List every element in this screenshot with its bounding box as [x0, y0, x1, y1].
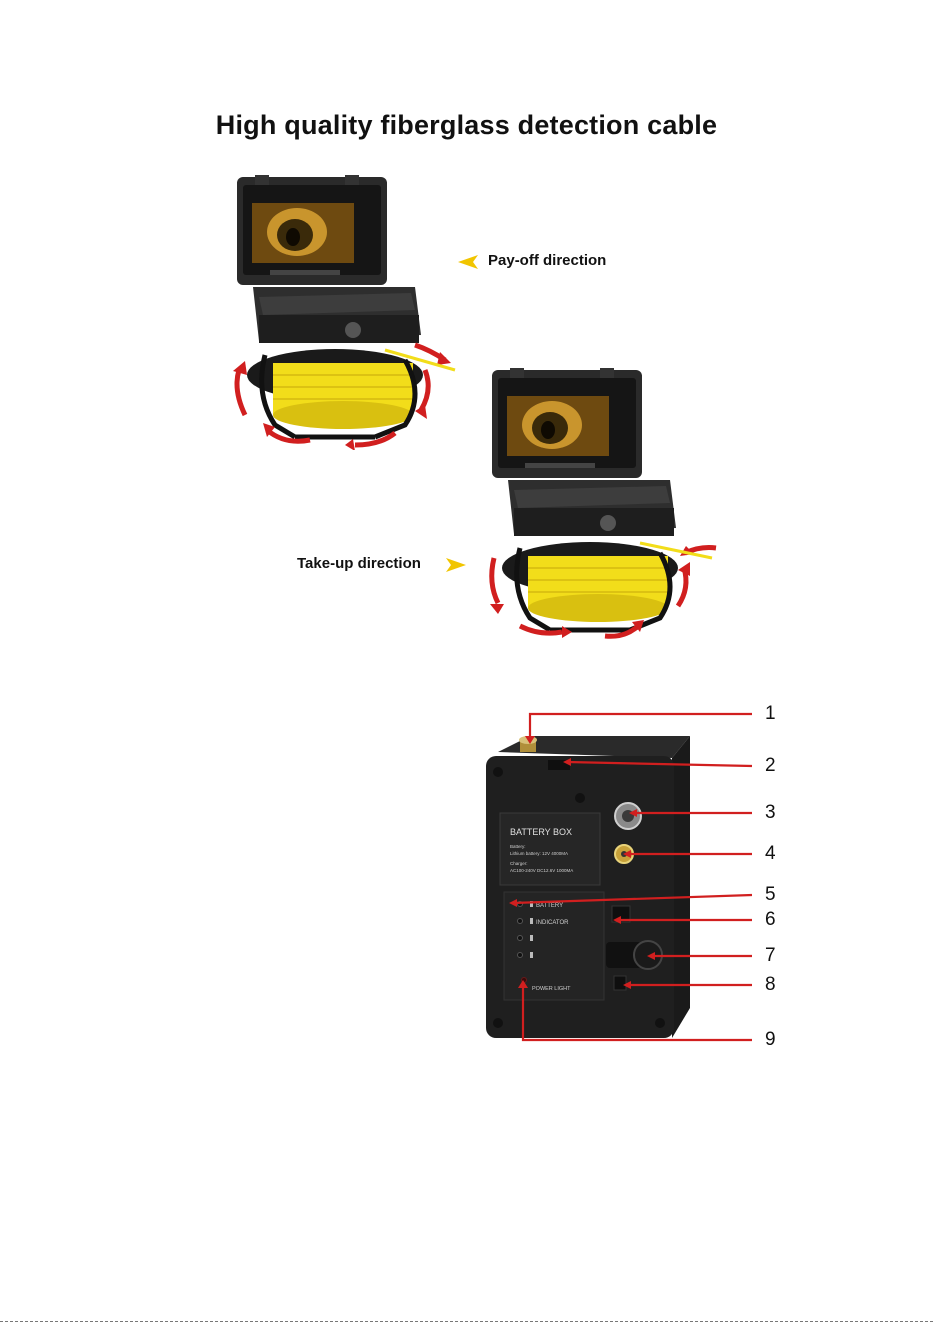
takeup-direction-label: Take-up direction — [297, 555, 421, 572]
reel-takeup-image — [480, 368, 720, 643]
reel-payoff-image — [225, 175, 465, 450]
page-bottom-border — [0, 1321, 933, 1322]
payoff-arrow-icon — [456, 254, 480, 270]
callout-number-3: 3 — [765, 802, 789, 824]
callout-number-4: 4 — [765, 843, 789, 865]
callout-number-7: 7 — [765, 945, 789, 967]
callout-lines — [455, 700, 760, 1050]
takeup-arrow-icon — [444, 557, 468, 573]
callout-number-6: 6 — [765, 909, 789, 931]
callout-number-1: 1 — [765, 703, 789, 725]
payoff-direction-label: Pay-off direction — [488, 252, 606, 269]
callout-number-9: 9 — [765, 1029, 789, 1051]
callout-number-2: 2 — [765, 755, 789, 777]
callout-number-8: 8 — [765, 974, 789, 996]
callout-number-5: 5 — [765, 884, 789, 906]
page-title: High quality fiberglass detection cable — [0, 110, 933, 141]
